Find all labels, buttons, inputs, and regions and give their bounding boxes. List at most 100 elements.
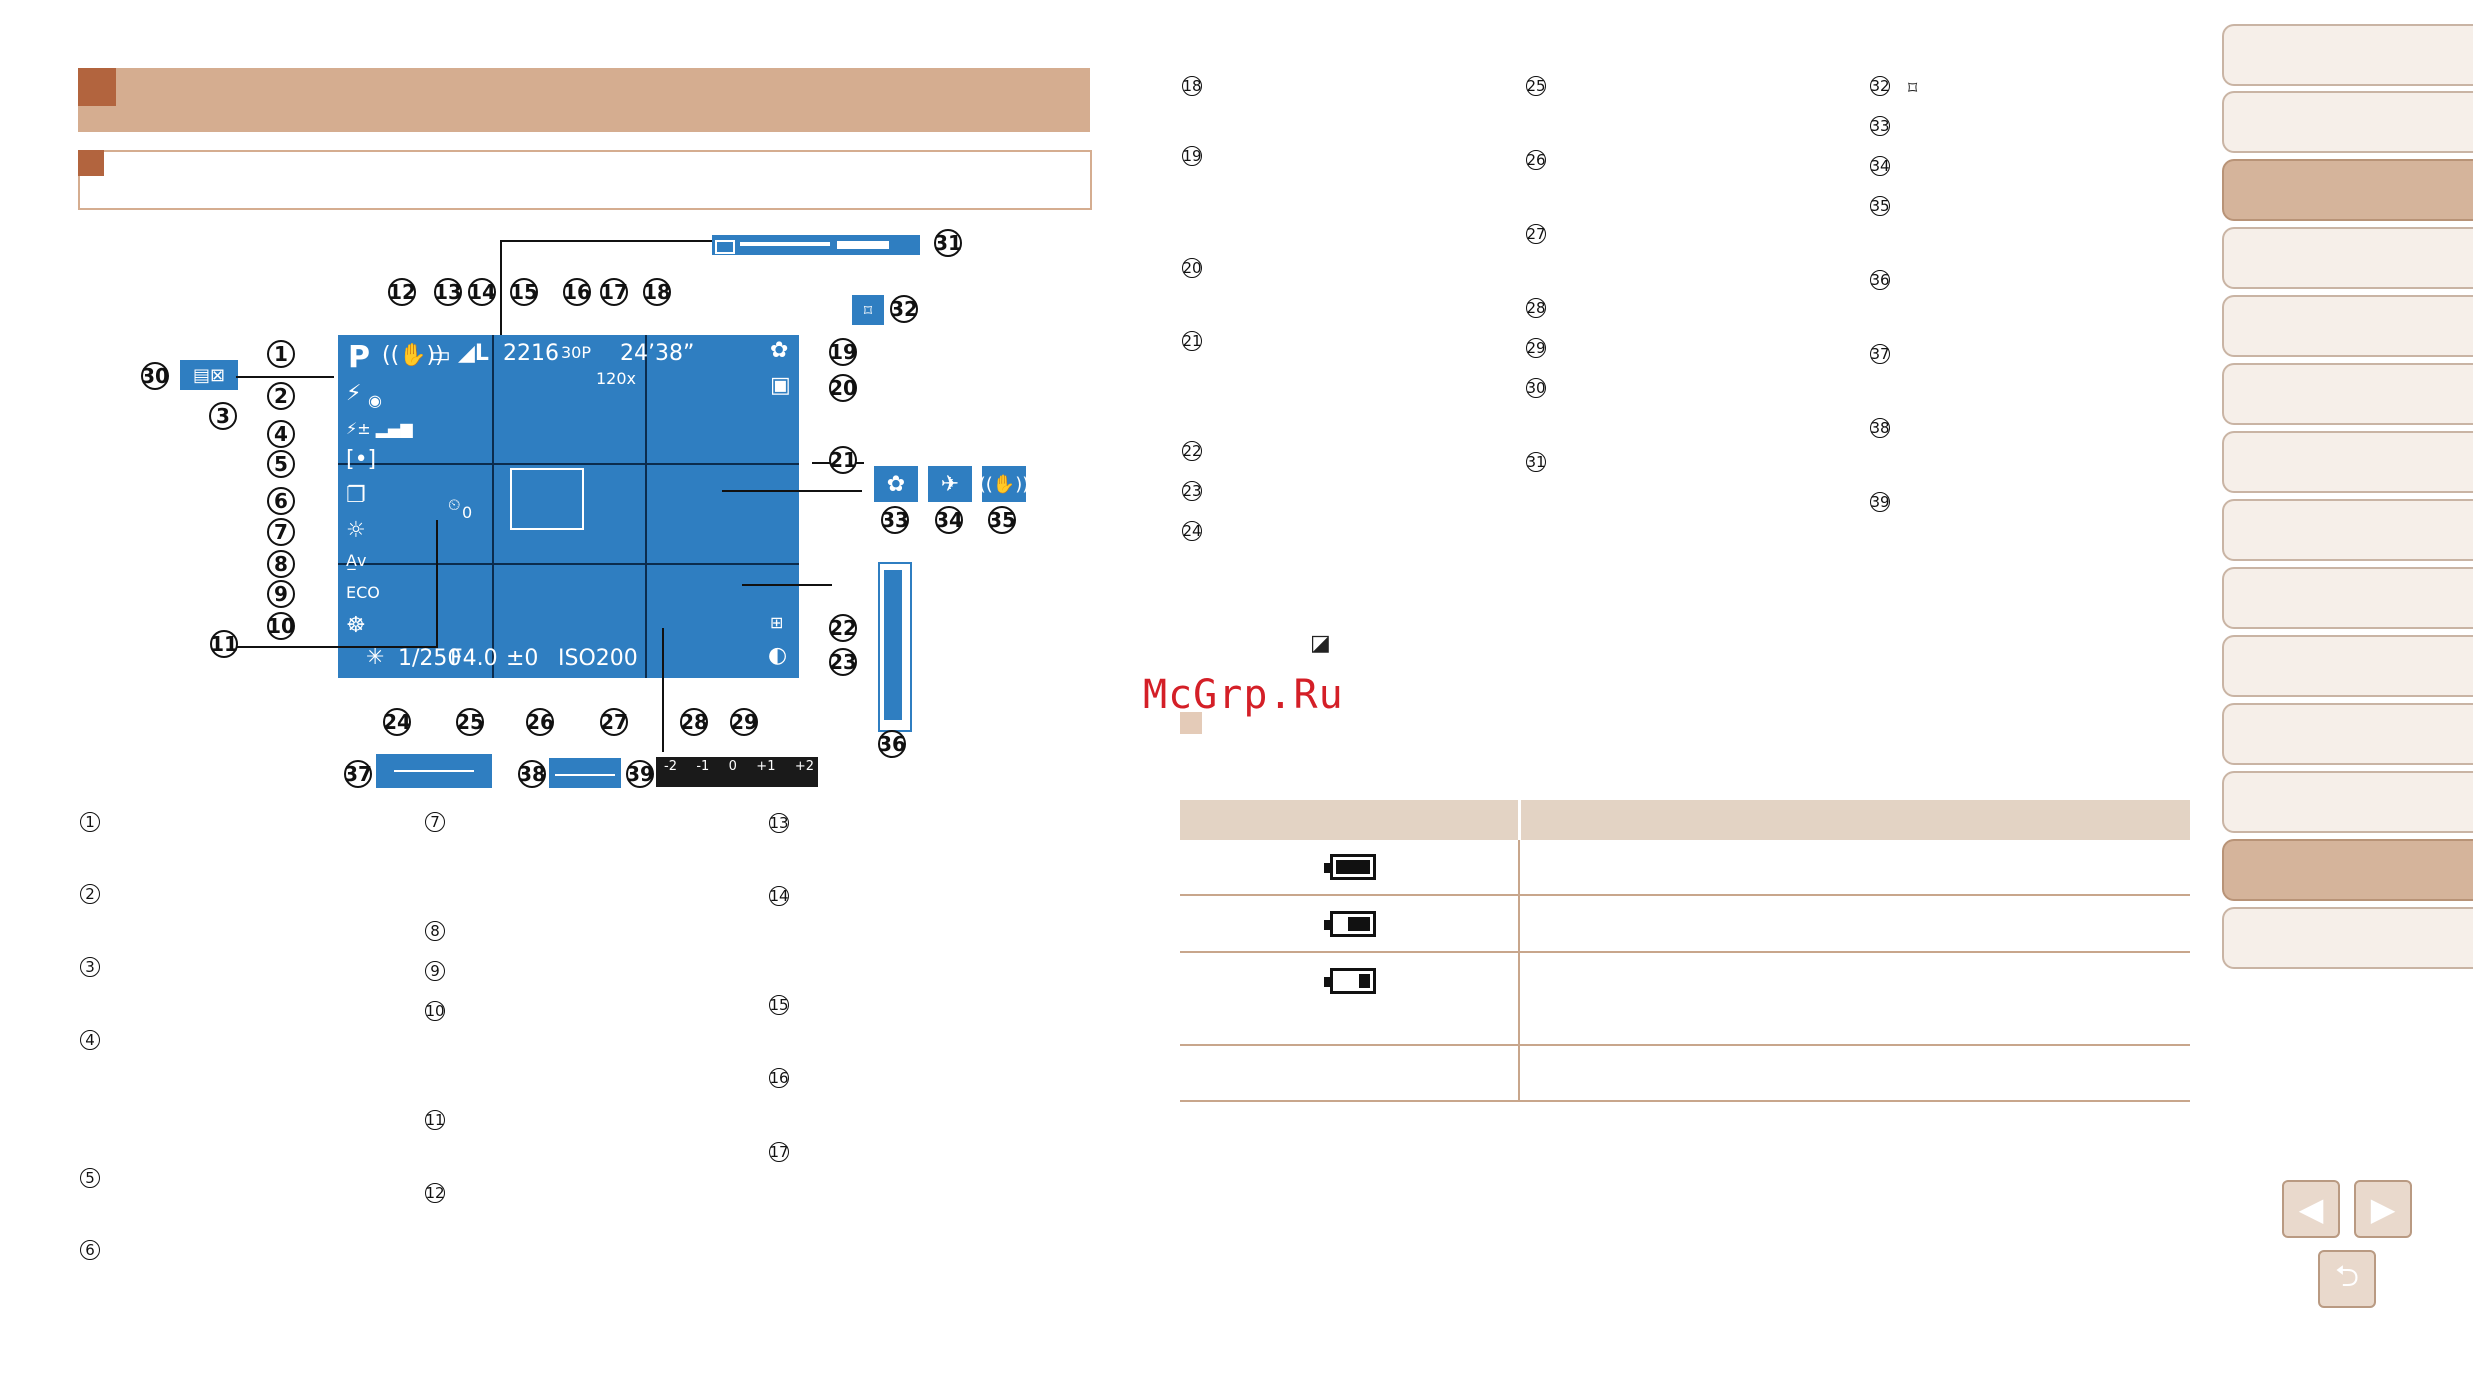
flash-comp-icon: ⚡± ▂▄▆ bbox=[346, 419, 413, 438]
chapter-tab-active[interactable] bbox=[2222, 159, 2473, 221]
leader-line bbox=[662, 628, 664, 752]
battery-fill bbox=[1336, 860, 1370, 874]
battery-table-header bbox=[1180, 800, 2190, 840]
chapter-tab[interactable] bbox=[2222, 635, 2473, 697]
exposure-scale: -2 -1 0 +1 +2 bbox=[656, 757, 818, 787]
self-timer-icon: ⏲ bbox=[448, 495, 461, 514]
battery-partial-icon bbox=[1324, 911, 1376, 937]
eco-mode: ECO bbox=[346, 583, 380, 602]
white-balance-icon: ☼ bbox=[346, 518, 366, 543]
chapter-tab[interactable] bbox=[2222, 227, 2473, 289]
chapter-tab[interactable] bbox=[2222, 771, 2473, 833]
shutter-speed: 1/250 bbox=[398, 646, 462, 671]
chapter-tab[interactable] bbox=[2222, 24, 2473, 86]
battery-low-icon bbox=[1324, 968, 1376, 994]
level-icon: ☸ bbox=[346, 613, 366, 638]
callout-3: 3 bbox=[209, 402, 237, 430]
legend-number: 25 bbox=[1526, 76, 1546, 96]
section-heading-bar bbox=[78, 68, 1090, 132]
legend-number: 10 bbox=[425, 1001, 445, 1021]
section-heading-marker bbox=[78, 68, 116, 106]
grid-line bbox=[338, 463, 799, 465]
zoom-level: 120x bbox=[596, 369, 637, 388]
grid-line bbox=[645, 335, 647, 678]
callout-34: 34 bbox=[935, 506, 963, 534]
callout-1: 1 bbox=[267, 340, 295, 368]
level-scale bbox=[549, 758, 621, 788]
tripod-icon: ✈ bbox=[928, 466, 972, 502]
hs-icon: ⊞ bbox=[770, 613, 784, 632]
macro-icon: ✿ bbox=[770, 338, 789, 363]
callout-31: 31 bbox=[934, 229, 962, 257]
red-eye-icon: ◉ bbox=[368, 391, 382, 410]
legend-number: 12 bbox=[425, 1183, 445, 1203]
table-row-divider bbox=[1180, 1100, 2190, 1102]
callout-14: 14 bbox=[468, 278, 496, 306]
chapter-tab[interactable] bbox=[2222, 295, 2473, 357]
level-scale-line bbox=[555, 774, 615, 776]
callout-28: 28 bbox=[680, 708, 708, 736]
camera-screen-diagram: P ((✋)) ▭ ◢L 2216 30P 24’38” 120x ⚡ ◉ ⚡±… bbox=[338, 335, 799, 678]
callout-19: 19 bbox=[829, 338, 857, 366]
chapter-tab[interactable] bbox=[2222, 91, 2473, 153]
aperture: F4.0 bbox=[450, 646, 498, 671]
flash-icon: ⚡ bbox=[346, 381, 362, 406]
next-page-button[interactable]: ▶ bbox=[2354, 1180, 2412, 1238]
table-row-divider bbox=[1180, 951, 2190, 953]
subsection-heading-bar bbox=[78, 150, 1092, 210]
legend-number: 20 bbox=[1182, 258, 1202, 278]
legend-number: 17 bbox=[769, 1142, 789, 1162]
back-button[interactable]: ⮌ bbox=[2318, 1250, 2376, 1308]
callout-18: 18 bbox=[643, 278, 671, 306]
leader-line bbox=[500, 240, 502, 335]
callout-10: 10 bbox=[267, 612, 295, 640]
previous-icon: ◀ bbox=[2298, 1191, 2324, 1227]
framerate: 30P bbox=[561, 343, 592, 362]
legend-number: 34 bbox=[1870, 156, 1890, 176]
callout-36: 36 bbox=[878, 730, 906, 758]
callout-21: 21 bbox=[829, 446, 857, 474]
legend-number: 15 bbox=[769, 995, 789, 1015]
chapter-tab[interactable] bbox=[2222, 567, 2473, 629]
chapter-tab[interactable] bbox=[2222, 363, 2473, 425]
drive-mode-icon: ❐ bbox=[346, 483, 366, 508]
chapter-tab[interactable] bbox=[2222, 431, 2473, 493]
callout-9: 9 bbox=[267, 580, 295, 608]
exposure-comp: ±0 bbox=[506, 646, 539, 671]
battery-nub bbox=[1324, 863, 1330, 873]
chapter-tab[interactable] bbox=[2222, 703, 2473, 765]
mf-scale bbox=[394, 770, 474, 772]
legend-number: 8 bbox=[425, 921, 445, 941]
callout-23: 23 bbox=[829, 648, 857, 676]
legend-number: 37 bbox=[1870, 344, 1890, 364]
ev-tick: 0 bbox=[728, 759, 737, 774]
chapter-tab-active[interactable] bbox=[2222, 839, 2473, 901]
i-contrast-icon: ◐ bbox=[768, 643, 788, 668]
back-icon: ⮌ bbox=[2334, 1259, 2360, 1293]
legend-number: 22 bbox=[1182, 441, 1202, 461]
my-colors-icon: A̲v bbox=[346, 551, 367, 570]
callout-8: 8 bbox=[267, 550, 295, 578]
callout-5: 5 bbox=[267, 450, 295, 478]
previous-page-button[interactable]: ◀ bbox=[2282, 1180, 2340, 1238]
leader-line bbox=[436, 520, 438, 648]
leader-line bbox=[500, 240, 712, 242]
chapter-tab[interactable] bbox=[2222, 499, 2473, 561]
legend-number: 29 bbox=[1526, 338, 1546, 358]
callout-6: 6 bbox=[267, 487, 295, 515]
legend-number: 27 bbox=[1526, 224, 1546, 244]
legend-number: 38 bbox=[1870, 418, 1890, 438]
callout-38: 38 bbox=[518, 760, 546, 788]
legend-number: 3 bbox=[80, 957, 100, 977]
legend-number: 19 bbox=[1182, 146, 1202, 166]
legend-number: 2 bbox=[80, 884, 100, 904]
callout-26: 26 bbox=[526, 708, 554, 736]
legend-number: 31 bbox=[1526, 452, 1546, 472]
mf-indicator bbox=[376, 754, 492, 788]
leader-line bbox=[236, 646, 436, 648]
callout-12: 12 bbox=[388, 278, 416, 306]
legend-number: 30 bbox=[1526, 378, 1546, 398]
callout-17: 17 bbox=[600, 278, 628, 306]
chapter-tab[interactable] bbox=[2222, 907, 2473, 969]
callout-13: 13 bbox=[434, 278, 462, 306]
